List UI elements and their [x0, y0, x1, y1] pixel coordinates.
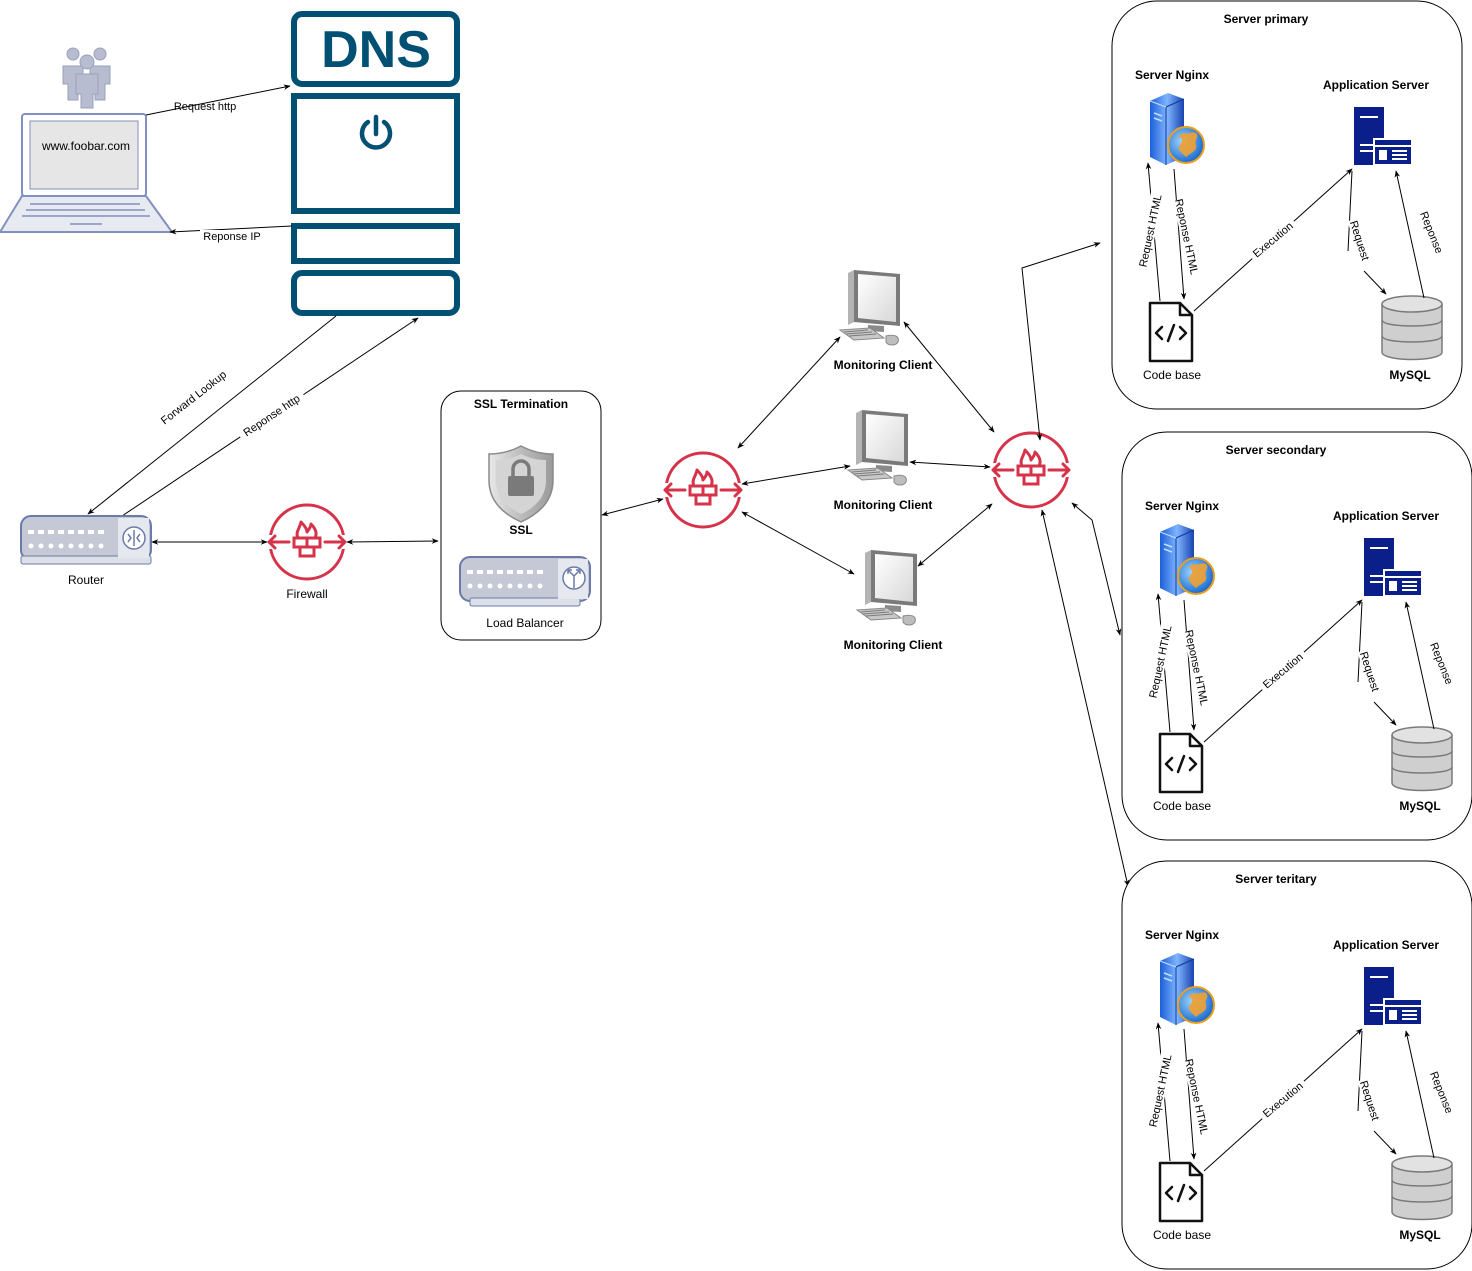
edge-forward-lookup-label: Forward Lookup	[159, 369, 229, 427]
server-group-box	[1121, 860, 1472, 1270]
code-file-icon	[1158, 732, 1204, 794]
edge-fw3-server-secondary	[1071, 502, 1122, 636]
firewall-label: Firewall	[286, 587, 327, 601]
application-server-label: Application Server	[1323, 78, 1429, 92]
monitoring-client-2-icon	[847, 409, 909, 486]
mysql-label: MySQL	[1399, 799, 1440, 813]
router-icon	[20, 515, 152, 565]
load-balancer-label: Load Balancer	[486, 616, 563, 630]
edge-request-line	[1347, 170, 1353, 252]
edge-request	[1373, 701, 1397, 726]
code-base-label: Code base	[1153, 799, 1211, 813]
server-group-box	[1121, 431, 1472, 841]
server-nginx-label: Server Nginx	[1145, 928, 1219, 942]
server-nginx-label: Server Nginx	[1145, 499, 1219, 513]
dns-server-icon	[291, 11, 460, 316]
database-icon	[1381, 295, 1443, 361]
edge-reponse-html	[1183, 599, 1197, 731]
edge-ssl-firewall-2	[601, 497, 664, 517]
edge-forward-lookup	[87, 315, 337, 515]
laptop-icon	[0, 113, 174, 233]
ssl-termination-title: SSL Termination	[474, 397, 568, 411]
database-icon	[1391, 726, 1453, 792]
server-group-title: Server primary	[1224, 12, 1309, 26]
code-base-label: Code base	[1143, 368, 1201, 382]
edge-fw2-mon3	[741, 511, 855, 575]
edge-request-http-label: Request http	[174, 101, 236, 113]
monitoring-client-1-label: Monitoring Client	[834, 358, 933, 372]
mysql-label: MySQL	[1389, 368, 1430, 382]
edge-fw2-mon2	[741, 464, 851, 486]
edge-reponse-ip	[169, 225, 293, 235]
edge-firewall-ssl	[346, 538, 439, 545]
code-file-icon	[1148, 301, 1194, 363]
monitoring-client-2-label: Monitoring Client	[834, 498, 933, 512]
firewall-3-icon	[991, 431, 1071, 509]
dns-label: DNS	[321, 21, 431, 79]
firewall-icon	[267, 503, 347, 581]
server-group-title: Server secondary	[1226, 443, 1327, 457]
edge-reponse	[1394, 170, 1425, 299]
router-label: Router	[68, 573, 104, 587]
users-icon	[62, 47, 111, 109]
server-group-box	[1111, 0, 1463, 410]
monitoring-client-3-label: Monitoring Client	[844, 638, 943, 652]
edge-reponse-ip-label: Reponse IP	[203, 231, 260, 243]
edge-reponse-html	[1183, 1028, 1197, 1160]
edge-reponse	[1404, 601, 1435, 730]
database-icon	[1391, 1155, 1453, 1221]
firewall-2-icon	[663, 451, 743, 529]
edge-reponse	[1404, 1030, 1435, 1159]
monitoring-client-1-icon	[839, 269, 901, 346]
edge-fw3-server-primary	[1021, 242, 1101, 441]
server-group-title: Server teritary	[1235, 872, 1317, 886]
edge-mon2-fw3	[909, 459, 991, 470]
laptop-url-text: www.foobar.com	[41, 139, 130, 153]
ssl-shield-icon	[488, 445, 554, 523]
edge-request-http	[145, 84, 291, 116]
load-balancer-icon	[459, 556, 591, 607]
edge-reponse-http-label: Reponse http	[242, 393, 303, 440]
monitoring-client-3-icon	[856, 549, 918, 626]
ssl-label: SSL	[509, 523, 532, 537]
application-server-label: Application Server	[1333, 938, 1439, 952]
application-server-label: Application Server	[1333, 509, 1439, 523]
edge-request-line	[1357, 1030, 1363, 1112]
mysql-label: MySQL	[1399, 1228, 1440, 1242]
server-nginx-label: Server Nginx	[1135, 68, 1209, 82]
edge-request-line	[1357, 601, 1363, 683]
edge-request	[1373, 1130, 1397, 1155]
code-file-icon	[1158, 1161, 1204, 1223]
edge-request	[1363, 270, 1387, 295]
edge-mon3-fw3	[917, 503, 993, 567]
edge-fw3-server-teritary	[1040, 509, 1130, 887]
edge-mon1-fw3	[903, 321, 995, 433]
power-icon	[359, 114, 393, 150]
edge-fw2-mon1	[737, 336, 841, 449]
code-base-label: Code base	[1153, 1228, 1211, 1242]
edge-reponse-html	[1173, 168, 1187, 300]
